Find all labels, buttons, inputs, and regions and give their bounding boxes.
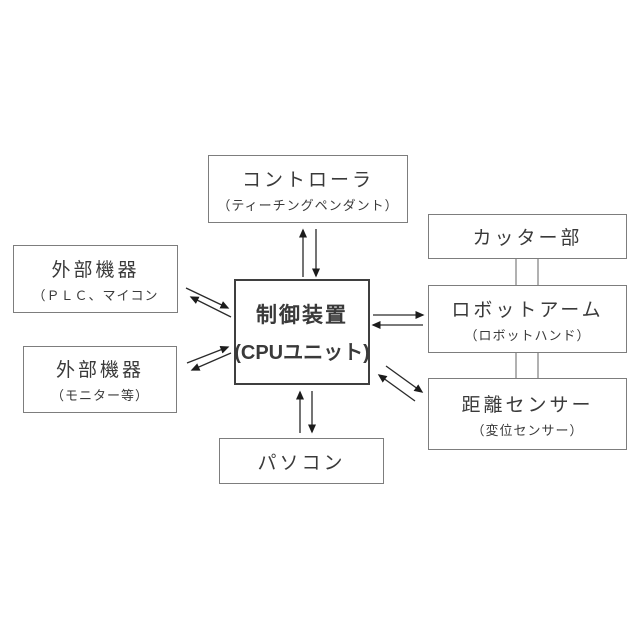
- node-external-plc-title: 外部機器: [51, 259, 140, 281]
- node-distance-sensor: 距離センサー （変位センサー）: [428, 378, 627, 450]
- node-controller: コントローラ （ティーチングペンダント）: [208, 155, 408, 223]
- node-control-unit: 制御装置 (CPUユニット): [234, 279, 370, 385]
- edge-cutter-robot-arm: [515, 259, 539, 285]
- node-control-unit-subtitle: (CPUユニット): [234, 342, 370, 364]
- node-controller-subtitle: （ティーチングペンダント）: [217, 197, 399, 213]
- node-cutter-title: カッター部: [472, 228, 583, 249]
- edge-control-external-monitor: [186, 346, 232, 371]
- edge-control-distance-sensor: [377, 365, 424, 402]
- node-control-unit-title: 制御装置: [256, 304, 348, 327]
- node-external-monitor-subtitle: （モニター等）: [50, 388, 149, 403]
- edge-control-robot-arm: [371, 311, 425, 329]
- edge-control-pc: [296, 390, 316, 434]
- node-external-monitor-title: 外部機器: [55, 360, 144, 381]
- node-robot-arm: ロボットアーム （ロボットハンド）: [428, 285, 627, 353]
- node-distance-sensor-title: 距離センサー: [461, 394, 594, 416]
- node-cutter: カッター部: [428, 214, 627, 259]
- node-controller-title: コントローラ: [241, 169, 374, 191]
- node-pc: パソコン: [219, 438, 384, 484]
- node-robot-arm-title: ロボットアーム: [451, 299, 604, 321]
- node-external-monitor: 外部機器 （モニター等）: [23, 346, 177, 413]
- edge-robot-arm-distance-sensor: [515, 353, 539, 378]
- edge-control-controller: [299, 228, 320, 278]
- node-distance-sensor-subtitle: （変位センサー）: [471, 422, 584, 438]
- node-robot-arm-subtitle: （ロボットハンド）: [464, 327, 591, 343]
- node-external-plc: 外部機器 （ＰＬＣ、マイコン: [13, 245, 178, 313]
- edge-control-external-plc: [185, 287, 232, 318]
- node-pc-title: パソコン: [257, 452, 346, 474]
- node-external-plc-subtitle: （ＰＬＣ、マイコン: [32, 287, 159, 303]
